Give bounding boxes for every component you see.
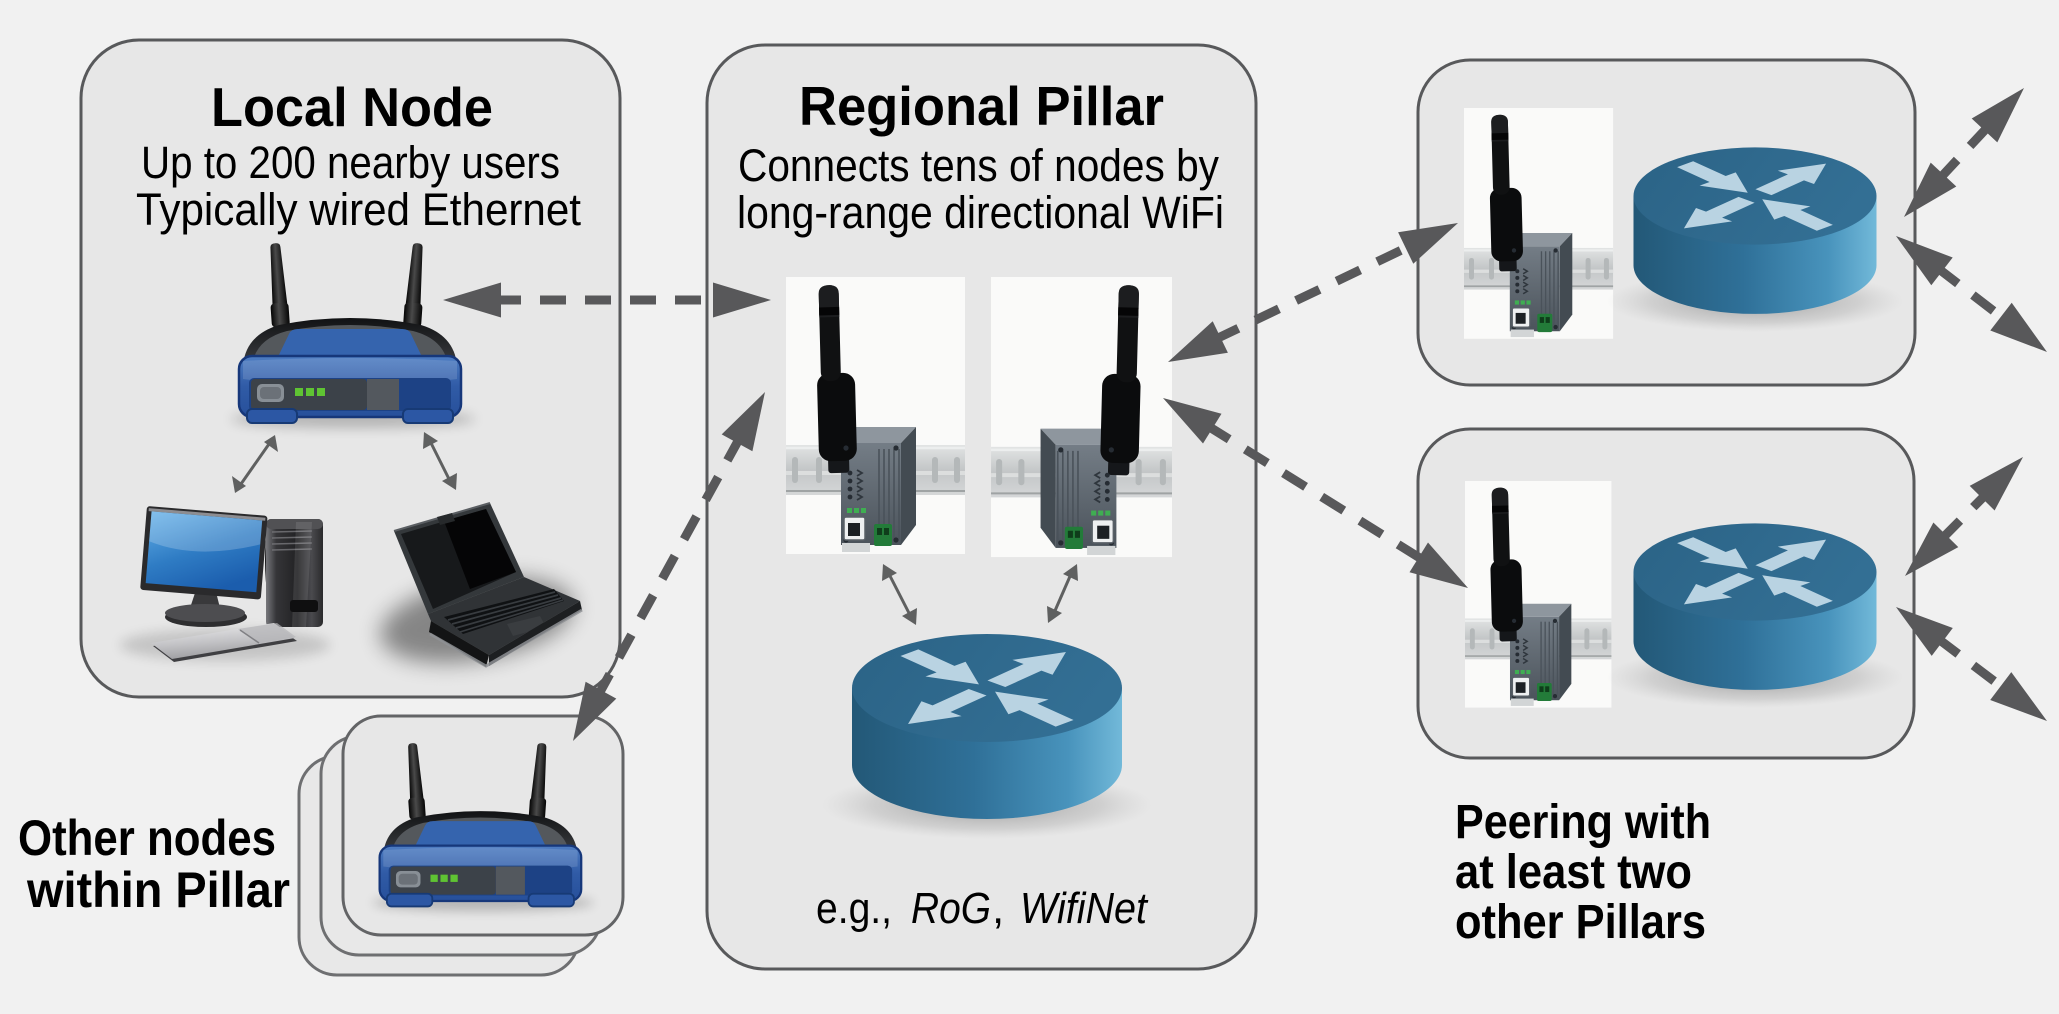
svg-text:within Pillar: within Pillar [26,862,290,918]
svg-text:WifiNet: WifiNet [1020,884,1149,933]
svg-text:at least two: at least two [1455,846,1692,899]
svg-text:e.g.,: e.g., [816,884,892,933]
svg-text:Peering with: Peering with [1455,796,1711,849]
svg-text:Regional Pillar: Regional Pillar [799,75,1164,137]
svg-text:Other nodes: Other nodes [18,810,276,866]
svg-text:,: , [992,884,1004,933]
svg-text:Up to 200 nearby users: Up to 200 nearby users [141,137,560,188]
svg-text:long-range directional WiFi: long-range directional WiFi [737,187,1224,238]
svg-text:RoG: RoG [911,884,991,933]
svg-text:Typically wired Ethernet: Typically wired Ethernet [136,184,581,235]
svg-text:other Pillars: other Pillars [1455,896,1706,949]
svg-text:Connects tens of nodes by: Connects tens of nodes by [738,140,1219,191]
svg-text:Local Node: Local Node [211,76,493,138]
